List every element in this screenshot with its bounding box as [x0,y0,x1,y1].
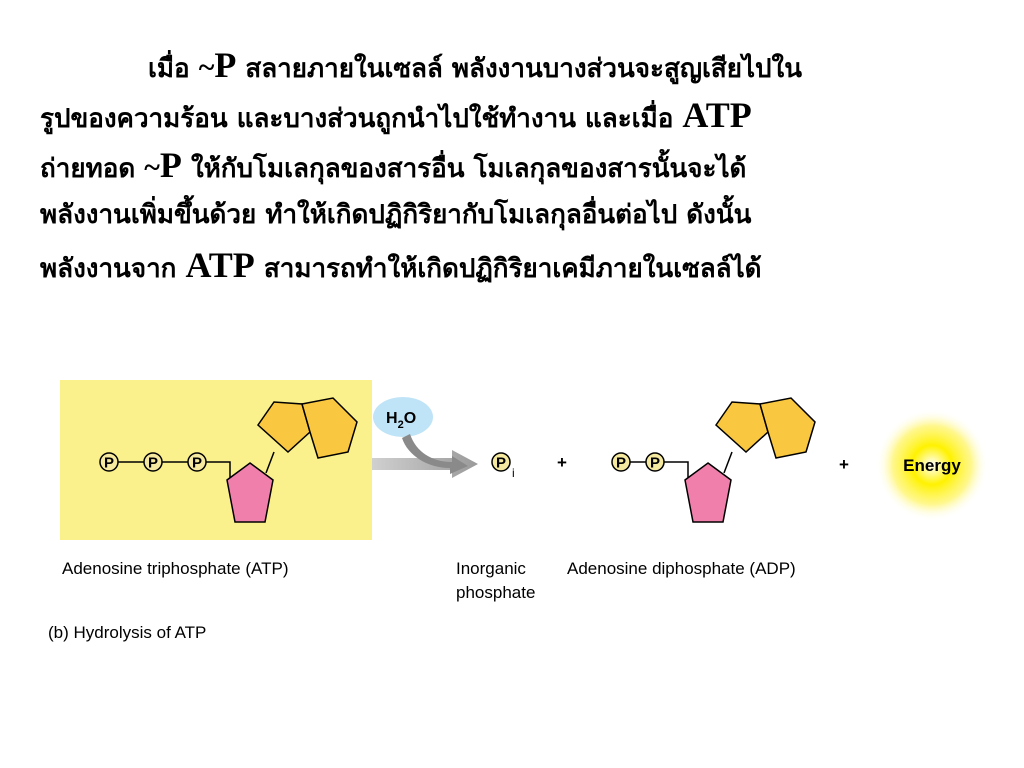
phosphate-circle [611,452,631,472]
atp-adenosine [226,397,358,523]
plus-sign: + [839,455,849,474]
text-segment: พลังงานจาก [40,254,186,284]
water-bubble [373,397,433,437]
plus-sign: + [557,453,567,472]
atp-phosphate-chain: P P P [99,452,238,491]
text-segment: ถ่ายทอด [40,154,145,184]
text-segment: สามารถทำให้เกิดปฏิกิริยาเคมีภายในเซลล์ได… [254,254,762,284]
paragraph-line-5: พลังงานจาก ATP สามารถทำให้เกิดปฏิกิริยาเ… [40,240,990,290]
phosphate-label: P [496,455,506,472]
phosphate-label: P [192,455,202,472]
phosphate-circle [645,452,665,472]
atp-label: Adenosine triphosphate (ATP) [62,559,289,578]
text-segment: สลายภายในเซลล์ พลังงานบางส่วนจะสูญเสียไป… [236,54,803,84]
tilde-symbol: ~ [144,151,160,184]
water-molecule-label: H2O [386,410,416,431]
adenine-pentagon [715,401,769,454]
ribose-pentagon [226,462,274,523]
phosphate-symbol: P [214,45,237,85]
tilde-symbol: ~ [198,51,215,84]
atp-term: ATP [185,245,255,285]
phosphate-word-label: phosphate [456,583,536,602]
phosphate-label: P [650,455,660,472]
paragraph-line-1: เมื่อ ~P สลายภายในเซลล์ พลังงานบางส่วนจะ… [40,40,990,90]
adp-adenosine [684,397,816,523]
paragraph-line-2: รูปของความร้อน และบางส่วนถูกนำไปใช้ทำงาน… [40,90,990,140]
atp-term: ATP [682,95,752,135]
figure-caption: (b) Hydrolysis of ATP [48,623,207,642]
energy-glow [876,409,988,521]
adenine-hexagon [759,397,816,459]
phosphate-label: P [148,455,158,472]
phosphate-circle [143,452,163,472]
adp-phosphate-chain: P P [611,452,696,491]
phosphate-label: P [616,455,626,472]
inorganic-phosphate: P i [491,452,515,480]
phosphate-circle [187,452,207,472]
adenine-hexagon [301,397,358,459]
thai-paragraph: เมื่อ ~P สลายภายในเซลล์ พลังงานบางส่วนจะ… [40,40,990,290]
pi-subscript: i [512,466,515,480]
phosphate-circle [99,452,119,472]
reaction-arrow [372,434,478,478]
ribose-pentagon [684,462,732,523]
text-segment: รูปของความร้อน และบางส่วนถูกนำไปใช้ทำงาน… [40,104,683,134]
paragraph-line-4: พลังงานเพิ่มขึ้นด้วย ทำให้เกิดปฏิกิริยาก… [40,190,990,240]
svg-text:H2O: H2O [386,410,416,431]
text-segment: พลังงานเพิ่มขึ้นด้วย ทำให้เกิดปฏิกิริยาก… [40,200,752,230]
energy-label: Energy [903,456,961,475]
inorganic-label: Inorganic [456,559,526,578]
phosphate-symbol: P [159,145,182,185]
text-segment: ให้กับโมเลกุลของสารอื่น โมเลกุลของสารนั้… [181,154,747,184]
paragraph-line-3: ถ่ายทอด ~P ให้กับโมเลกุลของสารอื่น โมเลก… [40,140,990,190]
text-segment: เมื่อ [148,54,199,84]
adp-label: Adenosine diphosphate (ADP) [567,559,796,578]
phosphate-label: P [104,455,114,472]
